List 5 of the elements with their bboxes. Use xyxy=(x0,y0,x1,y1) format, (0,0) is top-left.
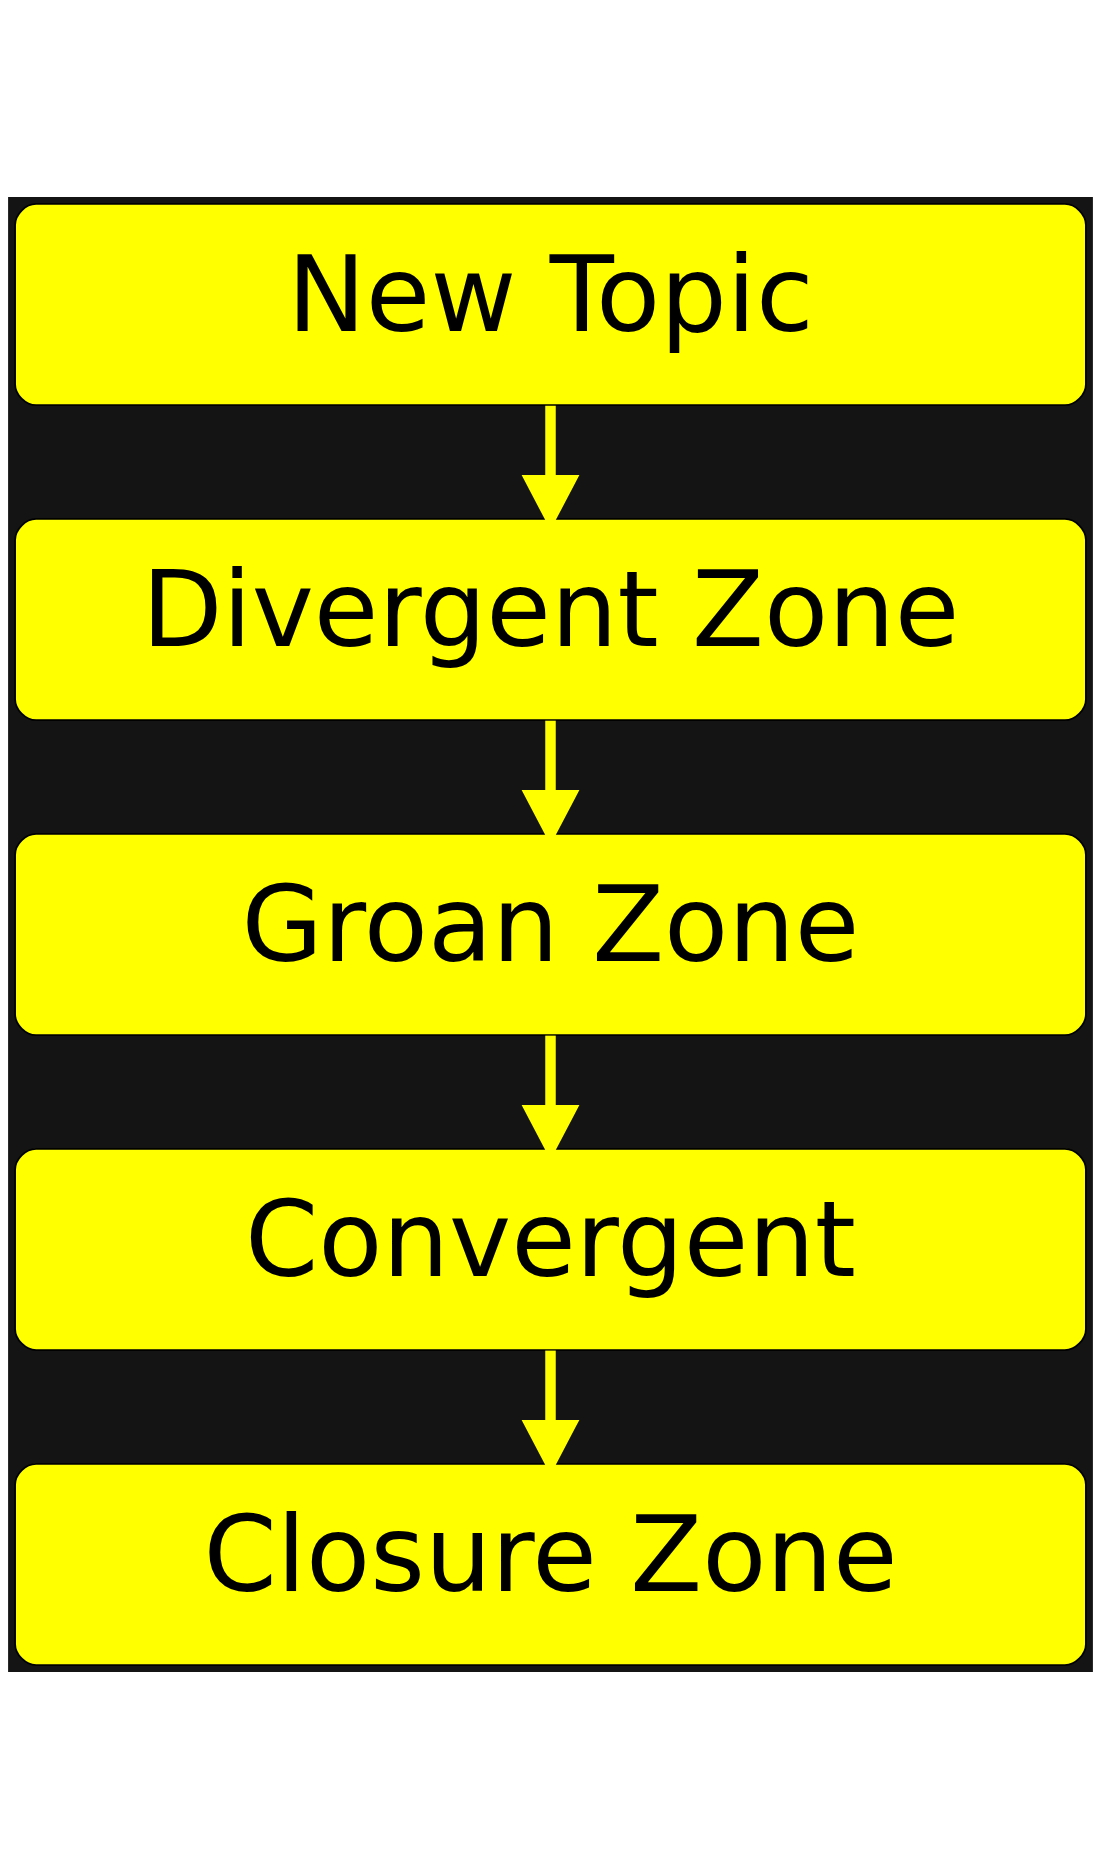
node-box: Closure Zone xyxy=(14,1462,1087,1666)
node-box: Divergent Zone xyxy=(14,518,1087,722)
node-box: Groan Zone xyxy=(14,833,1087,1036)
node-box: New Topic xyxy=(14,203,1087,407)
node-box: Convergent xyxy=(14,1147,1087,1351)
